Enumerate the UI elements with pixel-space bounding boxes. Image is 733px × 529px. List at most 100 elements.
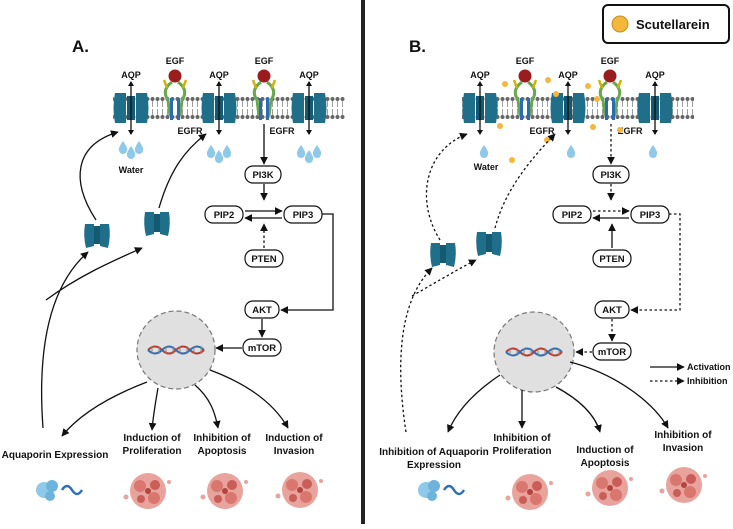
panel-divider (361, 0, 365, 524)
aqp-label: AQP (121, 70, 141, 80)
arrow-outcome (447, 374, 501, 433)
pi3k-label: PI3K (600, 170, 621, 181)
water-drops-icon (118, 141, 322, 163)
akt-node (244, 300, 280, 319)
egf-label: EGF (516, 56, 535, 66)
arrow-expression-aqp (400, 267, 433, 433)
mtor-node (242, 338, 282, 357)
egfr-label: EGFR (529, 126, 555, 136)
egf-label: EGF (166, 56, 185, 66)
pten-label: PTEN (599, 254, 624, 265)
water-label: Water (119, 165, 144, 175)
outcome-label: Invasion (663, 443, 704, 454)
akt-label: AKT (252, 305, 272, 316)
arrow-aqp-membrane (425, 132, 468, 241)
apoptosis-cells-icon (585, 470, 633, 506)
pip3-label: PIP3 (293, 210, 314, 221)
pten-label: PTEN (251, 254, 276, 265)
outcome-label: Proliferation (493, 446, 552, 457)
aqp-protein-icon (84, 224, 110, 248)
arrow-aqp-membrane (494, 133, 556, 229)
panel-a-title: A. (72, 37, 89, 56)
aqp-channel-icon (290, 80, 328, 136)
protein-expression-icon (36, 480, 84, 501)
pip2-node (552, 205, 592, 224)
mtor-label: mTOR (248, 343, 276, 354)
outcome-label: Invasion (274, 446, 315, 457)
aqp-label: AQP (209, 70, 229, 80)
invasion-cells-icon (275, 472, 323, 508)
protein-expression-icon (418, 480, 466, 501)
arrow-pip3-akt (280, 213, 334, 314)
compound-legend-label: Scutellarein (636, 17, 710, 32)
aqp-protein-icon (476, 232, 502, 256)
mtor-node (592, 342, 632, 361)
akt-node (594, 300, 630, 319)
panel-b: B. Scutellarein Activation Inhibition AQ… (379, 4, 731, 510)
aqp-protein-icon (430, 243, 456, 267)
arrow-outcome (555, 386, 602, 433)
outcome-label: Expression (407, 460, 461, 471)
akt-label: AKT (602, 305, 622, 316)
arrow-outcome (148, 387, 159, 431)
outcome-label: Inhibition of (193, 433, 251, 444)
arrow-outcome (569, 361, 669, 429)
arrow-aqp-membrane (158, 133, 207, 209)
outcome-label: Apoptosis (581, 458, 630, 469)
arrow-outcome (194, 384, 221, 429)
pten-node (592, 249, 632, 268)
arrow-expression-aqp (41, 251, 89, 429)
arrow-expression-aqp (45, 247, 143, 301)
proliferation-cells-icon (123, 473, 171, 509)
pip3-label: PIP3 (640, 210, 661, 221)
egfr-label: EGFR (617, 126, 643, 136)
outcome-label: Inhibition of (654, 430, 712, 441)
pip2-label: PIP2 (562, 210, 583, 221)
aqp-protein-icon (144, 212, 170, 236)
pi3k-node (244, 165, 282, 184)
pten-node (244, 249, 284, 268)
invasion-cells-icon (659, 467, 707, 503)
aqp-channel-icon (549, 80, 587, 136)
arrow-expression-aqp (411, 259, 477, 297)
outcome-label: Inhibition of (493, 433, 551, 444)
outcome-label: Induction of (265, 433, 323, 444)
aqp-label: AQP (645, 70, 665, 80)
arrow-pip3-akt (630, 213, 681, 314)
outcome-label: Induction of (123, 433, 181, 444)
inhibition-legend-label: Inhibition (687, 376, 728, 386)
water-drops-icon (479, 145, 658, 158)
pi3k-label: PI3K (252, 170, 273, 181)
mtor-label: mTOR (598, 347, 626, 358)
outcome-label: Apoptosis (198, 446, 247, 457)
compound-legend-box (602, 4, 730, 44)
aqp-label: AQP (470, 70, 490, 80)
outcome-label: Inhibition of Aquaporin (379, 447, 489, 458)
proliferation-cells-icon (505, 474, 553, 510)
aqp-label: AQP (299, 70, 319, 80)
pi3k-node (592, 165, 630, 184)
outcome-label: Aquaporin Expression (2, 450, 109, 461)
egfr-label: EGFR (177, 126, 203, 136)
aqp-channel-icon (461, 80, 499, 136)
arrow-outcome (209, 369, 289, 429)
pip2-label: PIP2 (214, 210, 235, 221)
outcome-label: Proliferation (123, 446, 182, 457)
pip2-node (204, 205, 244, 224)
egf-label: EGF (601, 56, 620, 66)
aqp-channel-icon (112, 80, 150, 136)
egf-label: EGF (255, 56, 274, 66)
outcome-label: Induction of (576, 445, 634, 456)
water-label: Water (474, 162, 499, 172)
apoptosis-cells-icon (200, 473, 248, 509)
aqp-channel-icon (636, 80, 674, 136)
panel-b-title: B. (409, 37, 426, 56)
aqp-channel-icon (200, 80, 238, 136)
egfr-label: EGFR (269, 126, 295, 136)
aqp-label: AQP (558, 70, 578, 80)
scutellarein-dot-icon (611, 15, 629, 33)
activation-legend-label: Activation (687, 362, 731, 372)
arrow-outcome (61, 381, 148, 437)
panel-a: A. AQP AQP AQP EGF EGF EGFR EGFR Water P… (2, 37, 345, 509)
